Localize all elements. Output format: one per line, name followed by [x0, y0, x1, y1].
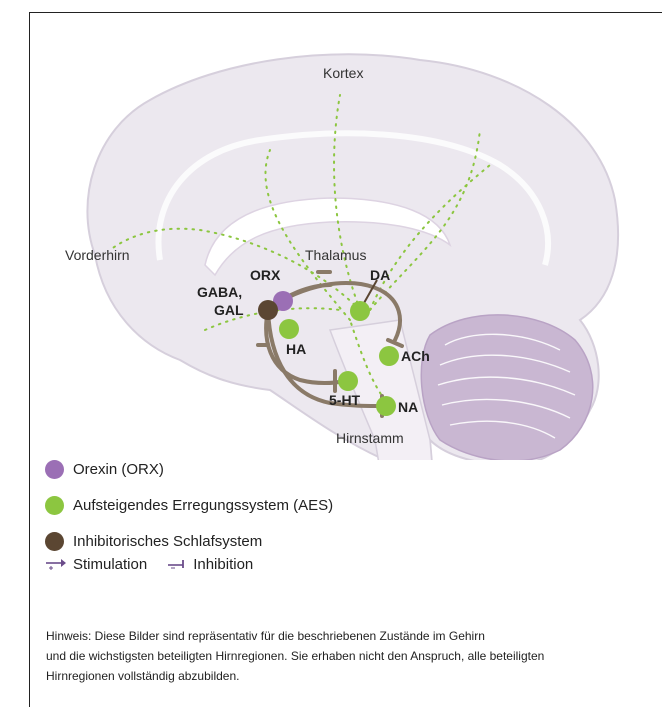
- cerebellum: [421, 315, 592, 460]
- brainstem-label: Hirnstamm: [336, 430, 404, 446]
- gaba-label: GABA,: [197, 284, 242, 300]
- ha-node: [279, 319, 299, 339]
- legend-stimulation-label: Stimulation: [73, 556, 147, 573]
- 5ht-label: 5-HT: [329, 392, 361, 408]
- note-line-3: Hirnregionen vollständig abzubilden.: [46, 666, 658, 686]
- 5ht-node: [338, 371, 358, 391]
- thalamus-label: Thalamus: [305, 247, 366, 263]
- legend-sleep-label: Inhibitorisches Schlafsystem: [73, 533, 262, 550]
- legend-aes: Aufsteigendes Erregungssystem (AES): [45, 487, 333, 523]
- legend: Orexin (ORX) Aufsteigendes Erregungssyst…: [45, 451, 333, 575]
- cortex-label: Kortex: [323, 65, 363, 81]
- sleep-swatch: [45, 532, 64, 551]
- forebrain-label: Vorderhirn: [65, 247, 130, 263]
- legend-inhibition-label: Inhibition: [193, 556, 253, 573]
- da-node: [350, 301, 370, 321]
- aes-swatch: [45, 496, 64, 515]
- ach-label: ACh: [401, 348, 430, 364]
- da-label: DA: [370, 267, 390, 283]
- orexin-swatch: [45, 460, 64, 479]
- orx-label: ORX: [250, 267, 281, 283]
- note-line-2: und die wichstigsten beteiligten Hirnreg…: [46, 646, 658, 666]
- gal-label: GAL: [214, 302, 244, 318]
- brain-diagram: Kortex Vorderhirn Thalamus Hirnstamm ORX…: [0, 0, 667, 460]
- inhibition-icon: [167, 557, 187, 571]
- legend-arrows: Stimulation Inhibition: [45, 553, 333, 575]
- ach-node: [379, 346, 399, 366]
- stimulation-icon: [45, 557, 67, 571]
- legend-orexin-label: Orexin (ORX): [73, 461, 164, 478]
- legend-orexin: Orexin (ORX): [45, 451, 333, 487]
- gaba-gal-node: [258, 300, 278, 320]
- legend-aes-label: Aufsteigendes Erregungssystem (AES): [73, 497, 333, 514]
- note-line-1: Hinweis: Diese Bilder sind repräsentativ…: [46, 626, 658, 646]
- na-node: [376, 396, 396, 416]
- note: Hinweis: Diese Bilder sind repräsentativ…: [46, 626, 658, 686]
- na-label: NA: [398, 399, 418, 415]
- ha-label: HA: [286, 341, 306, 357]
